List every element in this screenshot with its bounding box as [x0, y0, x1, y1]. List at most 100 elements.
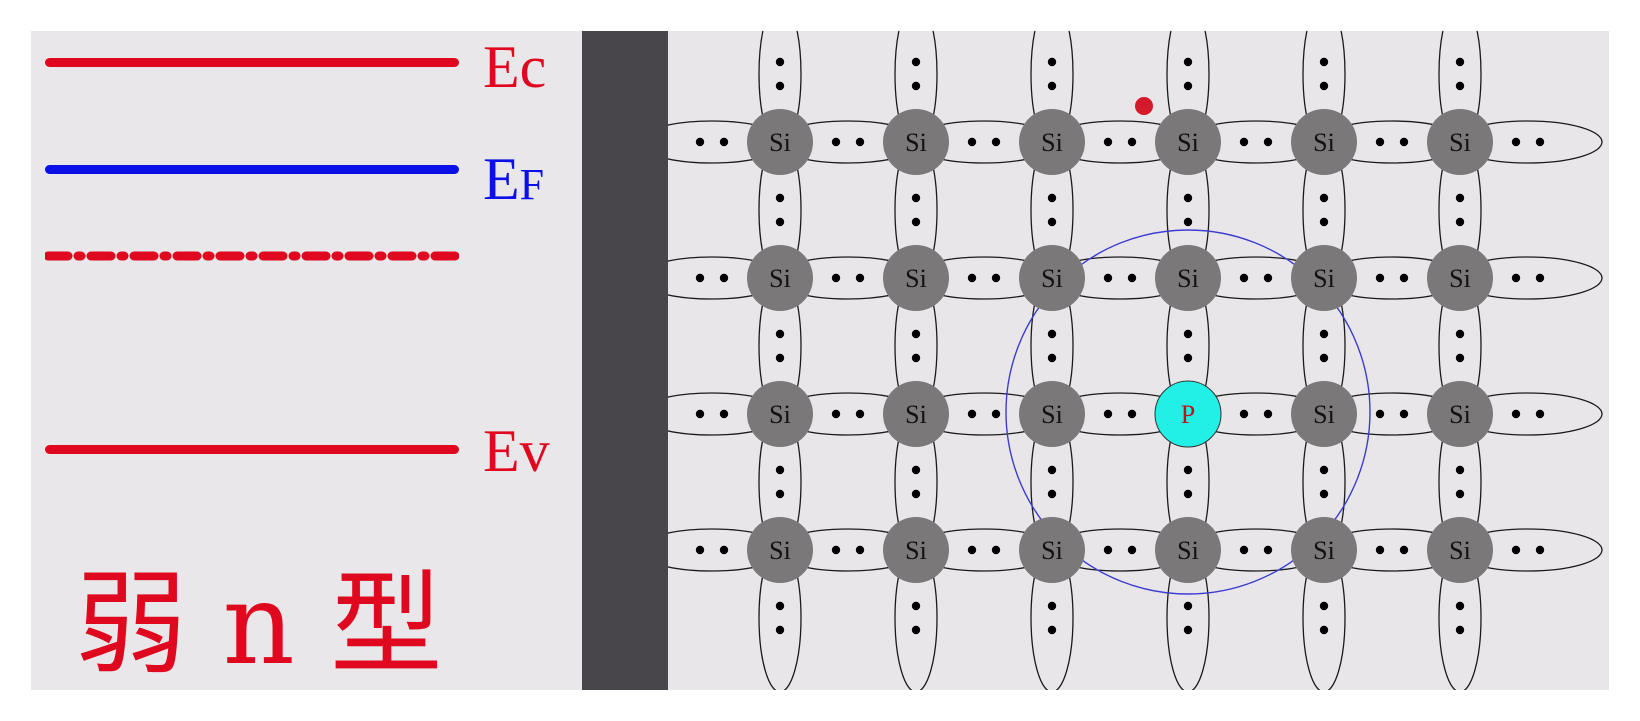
silicon-atom: Si [1019, 245, 1085, 311]
bond-electron-dot [1535, 137, 1545, 147]
bond-electron-dot [1103, 137, 1113, 147]
silicon-core [1291, 109, 1357, 175]
silicon-label: Si [1449, 128, 1471, 157]
silicon-core [1427, 381, 1493, 447]
bond-electron-dot [1127, 273, 1137, 283]
bond-electron-dot [831, 137, 841, 147]
bond-electron-dot [1455, 601, 1465, 611]
silicon-label: Si [1041, 264, 1063, 293]
silicon-atom: Si [1427, 517, 1493, 583]
bond-electron-dot [775, 601, 785, 611]
ev-label: Ev [483, 418, 550, 484]
silicon-core [883, 517, 949, 583]
ef-label-main: E [483, 146, 520, 212]
bond-electron-dot [775, 81, 785, 91]
bond-electron-dot [1455, 489, 1465, 499]
silicon-core [883, 381, 949, 447]
silicon-label: Si [1041, 128, 1063, 157]
bond-electron-dot [855, 137, 865, 147]
bond-electron-dot [1103, 545, 1113, 555]
ef-label-subscript: F [519, 160, 545, 209]
silicon-atom: Si [1427, 109, 1493, 175]
bond-electron-dot [1103, 273, 1113, 283]
electron-layer [1135, 97, 1153, 115]
silicon-atom: Si [1019, 517, 1085, 583]
silicon-core [1291, 517, 1357, 583]
bond-electron-dot [1319, 489, 1329, 499]
bond-electron-dot [1047, 193, 1057, 203]
bond-electron-dot [1183, 329, 1193, 339]
bond-electron-dot [1455, 353, 1465, 363]
silicon-atom: Si [1155, 245, 1221, 311]
silicon-core [1019, 245, 1085, 311]
silicon-atom: Si [1291, 245, 1357, 311]
silicon-core [747, 109, 813, 175]
silicon-label: Si [1313, 400, 1335, 429]
silicon-atom: Si [883, 381, 949, 447]
bond-electron-dot [1399, 409, 1409, 419]
bond-electron-dot [967, 273, 977, 283]
bond-electron-dot [1047, 329, 1057, 339]
silicon-label: Si [1449, 400, 1471, 429]
silicon-atom: Si [883, 109, 949, 175]
silicon-label: Si [905, 536, 927, 565]
bond-electron-dot [775, 625, 785, 635]
bond-electron-dot [1455, 329, 1465, 339]
bond-electron-dot [967, 545, 977, 555]
silicon-atom: Si [1019, 109, 1085, 175]
silicon-atom: Si [883, 245, 949, 311]
donor-level-line [45, 251, 459, 261]
bond-electron-dot [1511, 409, 1521, 419]
silicon-core [1427, 109, 1493, 175]
silicon-label: Si [905, 400, 927, 429]
silicon-core [883, 245, 949, 311]
bond-electron-dot [1183, 625, 1193, 635]
bond-electron-dot [719, 409, 729, 419]
bond-electron-dot [911, 329, 921, 339]
bond-electron-dot [1239, 137, 1249, 147]
bond-electron-dot [1263, 545, 1273, 555]
bond-electron-dot [775, 329, 785, 339]
bond-electron-dot [695, 409, 705, 419]
bond-electron-dot [1047, 217, 1057, 227]
bond-electron-dot [1535, 273, 1545, 283]
silicon-core [883, 109, 949, 175]
bond-electron-dot [1319, 353, 1329, 363]
bond-electron-dot [1375, 137, 1385, 147]
bond-electron-dot [1455, 465, 1465, 475]
bond-electron-dot [1455, 193, 1465, 203]
silicon-label: Si [1177, 536, 1199, 565]
silicon-atom: Si [1155, 109, 1221, 175]
bond-electron-dot [1239, 409, 1249, 419]
bond-electron-dot [911, 353, 921, 363]
bond-electron-dot [1319, 81, 1329, 91]
conduction-band-line [45, 58, 459, 67]
silicon-label: Si [1041, 536, 1063, 565]
bond-electron-dot [775, 57, 785, 67]
bond-electron-dot [1535, 409, 1545, 419]
donor-electron-orbit [1005, 229, 1371, 595]
ef-label: EF [483, 149, 544, 209]
orbit-layer [1005, 229, 1371, 595]
bond-electron-dot [695, 545, 705, 555]
silicon-atom: Si [747, 245, 813, 311]
bond-electron-dot [1455, 625, 1465, 635]
bond-electron-dot [1239, 273, 1249, 283]
bond-electron-dot [1047, 465, 1057, 475]
bond-electron-dot [1239, 545, 1249, 555]
bond-electron-dot [1047, 81, 1057, 91]
silicon-core [1155, 245, 1221, 311]
bond-electron-dot [1103, 409, 1113, 419]
silicon-core [747, 381, 813, 447]
silicon-label: Si [1449, 264, 1471, 293]
semiconductor-type-label: 弱 n 型 [75, 560, 443, 690]
bond-electron-dot [1047, 353, 1057, 363]
bond-electron-dot [855, 273, 865, 283]
bond-electron-dot [1263, 409, 1273, 419]
bond-electron-dot [967, 137, 977, 147]
silicon-atom: Si [747, 517, 813, 583]
